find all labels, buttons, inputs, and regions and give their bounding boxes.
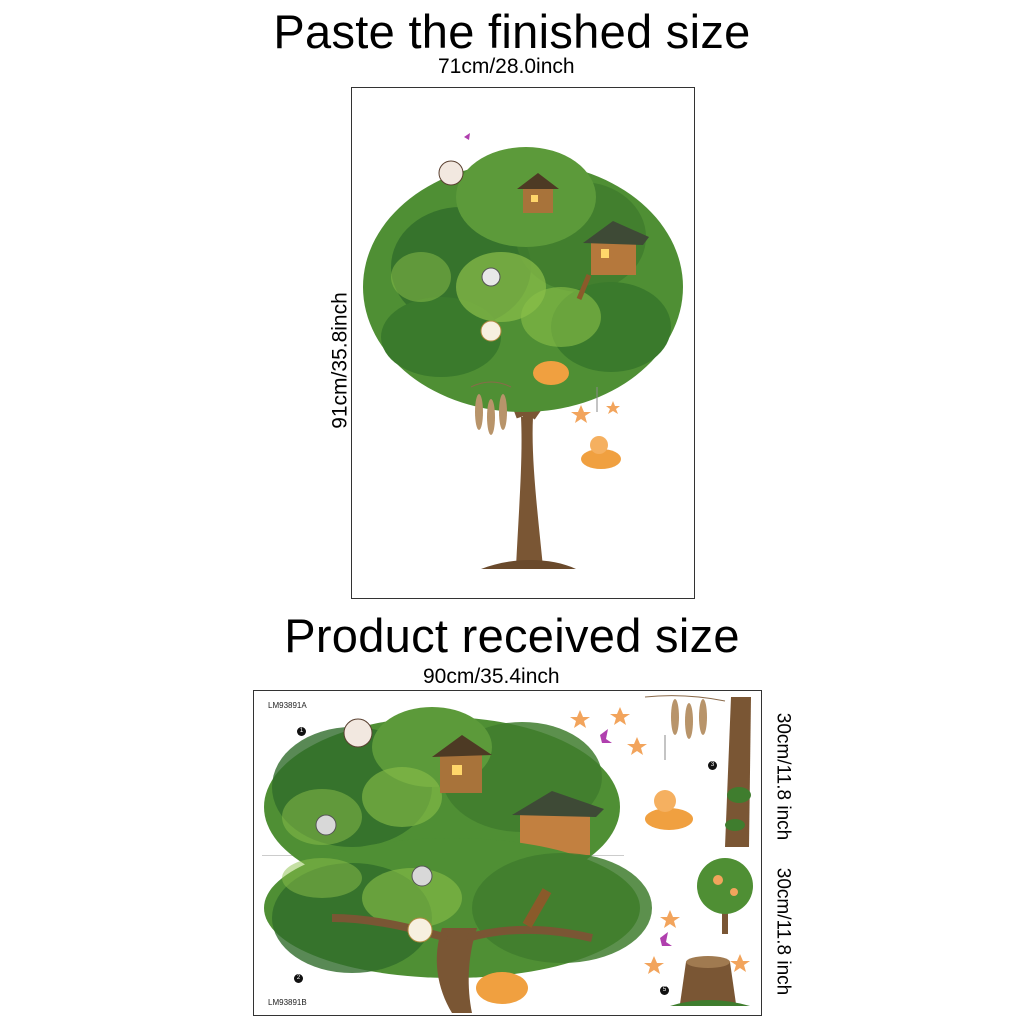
dreamcatcher-icon — [644, 695, 726, 739]
tree-illustration — [363, 133, 683, 569]
cat-icon — [438, 160, 569, 385]
piece-number: 1 — [297, 727, 306, 736]
treehouse-icon — [517, 173, 649, 300]
finished-size-title: Paste the finished size — [273, 5, 751, 58]
piece-number: 3 — [708, 761, 717, 770]
finished-width-label: 71cm/28.0inch — [438, 55, 575, 78]
sheet-b-height-label: 30cm/11.8 inch — [772, 867, 794, 996]
dreamcatcher-icon — [470, 381, 512, 435]
sheet-b-tree-bottom — [264, 838, 652, 1013]
received-width-label: 90cm/35.4inch — [423, 665, 560, 688]
moon-swing-icon — [640, 735, 703, 834]
sheet-a-height-label: 30cm/11.8 inch — [772, 712, 794, 841]
small-tree-icon — [697, 858, 753, 934]
butterfly-icon — [464, 133, 470, 140]
piece-number: 2 — [294, 974, 303, 983]
star-icon — [571, 401, 620, 423]
tree-trunk-piece — [725, 697, 751, 847]
butterfly-icon — [600, 729, 612, 743]
piece-number: 5 — [660, 986, 669, 995]
tree-stump-icon — [670, 956, 750, 1006]
star-icon — [570, 707, 647, 755]
star-icon — [644, 910, 750, 974]
moon-swing-icon — [575, 387, 627, 472]
finished-height-label: 91cm/35.8inch — [328, 292, 352, 429]
tree-foliage — [363, 147, 683, 412]
sheet-a-extras — [570, 695, 751, 847]
sheet-a-code: LM93891A — [268, 701, 307, 710]
received-size-title: Product received size — [284, 609, 740, 662]
butterfly-icon — [660, 932, 672, 946]
sheet-b-extras — [644, 858, 753, 1006]
sheet-b-code: LM93891B — [268, 998, 307, 1007]
